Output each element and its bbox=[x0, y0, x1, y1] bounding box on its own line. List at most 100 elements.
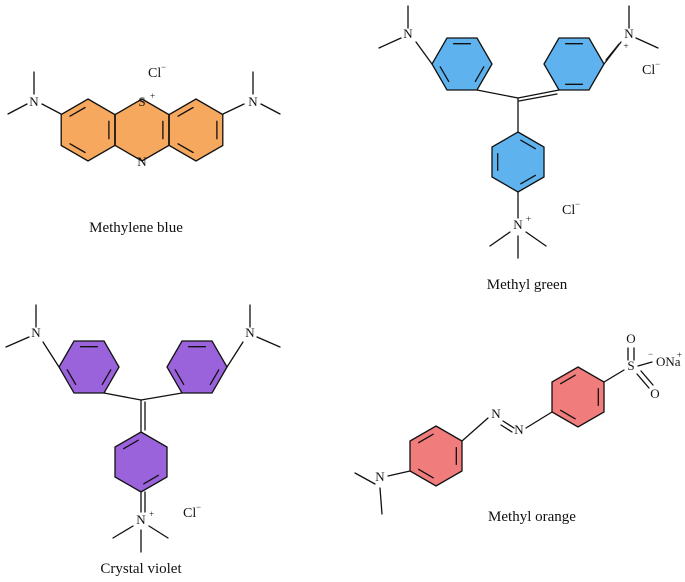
methylene-blue-chloride: Cl bbox=[148, 66, 161, 81]
methylene-blue-dimethylamino-bond bbox=[41, 103, 62, 115]
methyl-orange-bond bbox=[525, 411, 553, 429]
methyl-orange-oxygen-top: O bbox=[626, 331, 635, 346]
crystal-violet-bond bbox=[140, 392, 183, 401]
methyl-green-bottom-ring bbox=[491, 131, 545, 193]
methyl-green-bonds bbox=[378, 5, 659, 259]
methyl-green-bond bbox=[517, 89, 560, 99]
crystal-violet-caption: Crystal violet bbox=[100, 561, 182, 577]
methyl-green-left-ring-inner-bond bbox=[439, 66, 450, 83]
methyl-green-chloride-bottom-charge: − bbox=[575, 199, 580, 209]
methylene-blue-dimethylamino-bond bbox=[260, 103, 281, 115]
methylene-blue-sulfur: S bbox=[138, 94, 145, 109]
methyl-orange-bond bbox=[603, 369, 625, 383]
crystal-violet-bond bbox=[42, 341, 60, 368]
methyl-orange-oxide-charge: − bbox=[648, 349, 653, 359]
methyl-orange-bond bbox=[637, 361, 653, 367]
methylene-blue-right-ring-inner-bond bbox=[177, 143, 194, 154]
methylene-blue-sulfur-charge: + bbox=[150, 91, 155, 101]
crystal-violet-right-ring bbox=[166, 340, 228, 394]
methyl-green-bond bbox=[378, 37, 402, 49]
methyl-orange-caption: Methyl orange bbox=[488, 509, 576, 525]
methyl-orange-oxygen-bottom: O bbox=[650, 386, 659, 401]
methyl-orange-bond bbox=[500, 424, 513, 433]
methylene-blue-left-ring bbox=[60, 98, 116, 162]
methyl-orange-sodium-oxide: ONa bbox=[656, 354, 681, 369]
crystal-violet-bond bbox=[148, 525, 169, 539]
methyl-orange-bond bbox=[502, 420, 515, 429]
methyl-orange-bonds bbox=[354, 347, 654, 515]
crystal-violet-bottom-ring-inner-bond bbox=[143, 474, 160, 485]
crystal-violet-structure: N N N + Cl − Crystal violet bbox=[5, 304, 281, 577]
methyl-green-chloride-bottom: Cl bbox=[562, 203, 575, 218]
methyl-green-chloride-top: Cl bbox=[642, 63, 655, 78]
methyl-green-left-ring-inner-bond bbox=[474, 66, 485, 83]
methyl-green-left-ring bbox=[431, 37, 493, 91]
crystal-violet-right-ring-inner-bond bbox=[174, 369, 185, 386]
crystal-violet-rings bbox=[58, 340, 228, 493]
methyl-orange-bond bbox=[387, 470, 411, 477]
crystal-violet-bond bbox=[112, 525, 134, 539]
crystal-violet-left-ring bbox=[58, 340, 120, 394]
methyl-green-bond bbox=[605, 43, 620, 61]
methyl-green-right-ring bbox=[543, 37, 605, 91]
methyl-orange-left-ring-inner-bond bbox=[417, 468, 434, 479]
crystal-violet-right-nitrogen: N bbox=[245, 325, 255, 340]
crystal-violet-bond bbox=[103, 392, 142, 401]
methyl-orange-azo-nitrogen-1: N bbox=[491, 406, 501, 421]
methylene-blue-right-nitrogen: N bbox=[248, 94, 258, 109]
crystal-violet-left-ring-inner-bond bbox=[66, 369, 77, 386]
crystal-violet-iminium-charge: + bbox=[149, 509, 154, 519]
methyl-green-bottom-ring-inner-bond bbox=[520, 174, 537, 185]
methylene-blue-left-ring-inner-bond bbox=[69, 143, 86, 154]
crystal-violet-left-ring-inner-bond bbox=[101, 369, 112, 386]
methyl-green-structure: N N + N + Cl − Cl − Methyl green bbox=[378, 5, 660, 293]
methyl-orange-right-ring-inner-bond bbox=[559, 374, 576, 385]
methylene-blue-dimethylamino-bond bbox=[222, 103, 245, 115]
methyl-orange-left-ring-inner-bond bbox=[417, 433, 434, 444]
methyl-green-ammonium-charge: + bbox=[526, 214, 531, 224]
methyl-green-bottom-ring-inner-bond bbox=[520, 139, 537, 150]
methyl-orange-bond bbox=[640, 370, 654, 386]
methyl-orange-rings bbox=[409, 366, 605, 487]
methyl-green-bond bbox=[489, 231, 511, 247]
methyl-green-iminium-charge: + bbox=[623, 41, 628, 51]
methyl-orange-sulfonyl-sulfur: S bbox=[627, 358, 634, 373]
methyl-green-bond bbox=[635, 37, 659, 49]
methyl-orange-bond bbox=[379, 487, 383, 515]
methyl-green-ammonium-nitrogen: N bbox=[513, 217, 523, 232]
methylene-blue-left-nitrogen: N bbox=[29, 94, 39, 109]
crystal-violet-bond bbox=[256, 336, 281, 348]
crystal-violet-left-nitrogen: N bbox=[31, 325, 41, 340]
crystal-violet-iminium-nitrogen: N bbox=[136, 512, 146, 527]
crystal-violet-bond bbox=[226, 341, 244, 368]
methyl-green-bond bbox=[518, 93, 558, 102]
crystal-violet-chloride: Cl bbox=[183, 506, 196, 521]
methyl-orange-right-ring bbox=[551, 366, 605, 428]
methylene-blue-left-ring-inner-bond bbox=[69, 106, 86, 117]
methyl-orange-azo-nitrogen-2: N bbox=[514, 422, 524, 437]
crystal-violet-bonds bbox=[5, 304, 281, 553]
methyl-orange-bond bbox=[354, 472, 376, 485]
methyl-orange-bond bbox=[461, 417, 489, 442]
methylene-blue-structure: S + N N N Cl − Methylene blue bbox=[7, 62, 281, 236]
methyl-orange-amine-nitrogen: N bbox=[375, 469, 385, 484]
methyl-green-left-nitrogen: N bbox=[403, 26, 413, 41]
methyl-green-bond bbox=[476, 89, 519, 99]
methylene-blue-bonds bbox=[7, 71, 281, 115]
crystal-violet-bond bbox=[5, 336, 30, 348]
methylene-blue-dimethylamino-bond bbox=[7, 103, 28, 115]
crystal-violet-right-ring-inner-bond bbox=[209, 369, 220, 386]
methyl-green-iminium-nitrogen: N bbox=[624, 26, 634, 41]
crystal-violet-bottom-ring-inner-bond bbox=[122, 439, 139, 450]
methyl-orange-bond bbox=[636, 373, 650, 389]
methyl-orange-right-ring-inner-bond bbox=[559, 409, 576, 420]
crystal-violet-bottom-ring bbox=[114, 431, 168, 493]
methylene-blue-right-ring bbox=[168, 98, 224, 162]
methyl-green-bond bbox=[415, 41, 433, 65]
methylene-blue-caption: Methylene blue bbox=[89, 220, 183, 236]
methyl-orange-structure: N N N S O O − ONa + Methyl orange bbox=[354, 331, 682, 525]
methyl-orange-left-ring bbox=[409, 425, 463, 487]
methylene-blue-ring-nitrogen: N bbox=[137, 154, 147, 169]
crystal-violet-chloride-charge: − bbox=[196, 502, 201, 512]
